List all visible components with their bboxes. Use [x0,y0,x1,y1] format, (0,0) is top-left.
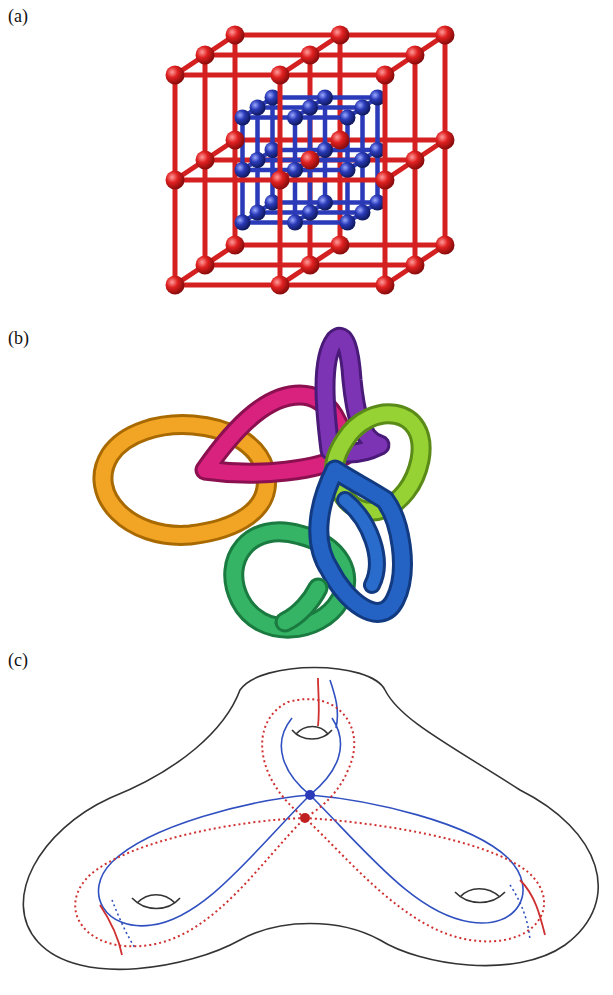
red-lattice [175,35,445,285]
red-spheres [166,26,455,295]
blue-lattice [243,98,378,223]
panel-label: (c) [8,650,28,671]
panel-label: (b) [8,328,29,349]
red-front-lines [175,75,385,285]
blue-spheres [235,90,386,231]
knot-tubes [103,337,421,628]
panel-label: (a) [8,6,28,27]
genus-three-surface [23,668,598,970]
